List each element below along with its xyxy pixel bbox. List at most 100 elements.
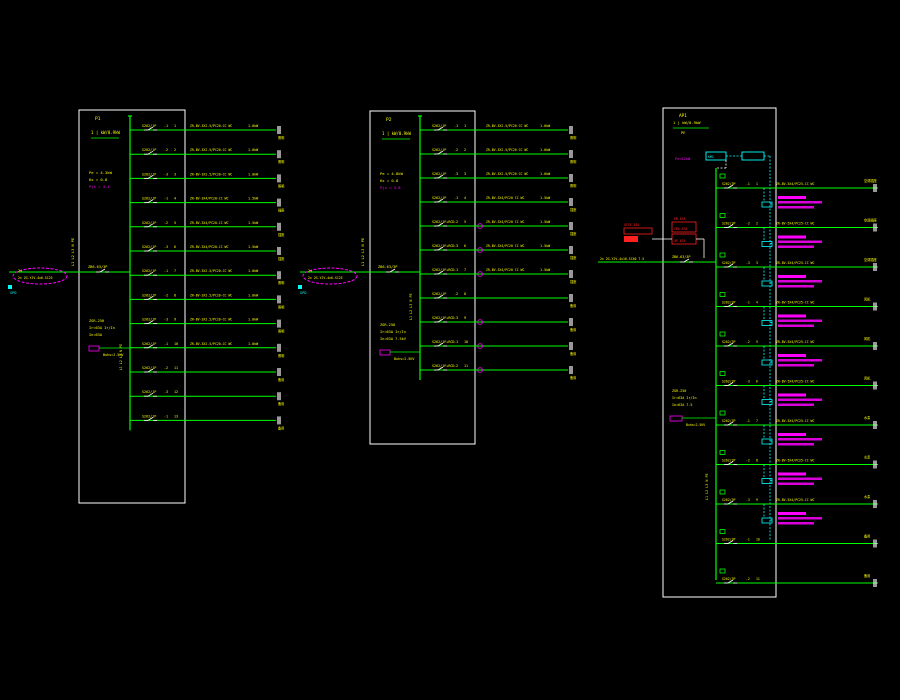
row-marker <box>719 371 726 376</box>
bus-vertical-note: L1 L2 L3 N PE <box>119 344 123 371</box>
load-terminal <box>873 184 877 192</box>
breaker-model: S262/1P <box>142 221 156 225</box>
row-marker <box>719 489 726 495</box>
load-note: Kx = 0.8 <box>380 178 399 183</box>
circuit-number: 1 <box>464 124 466 128</box>
load-kw: 1.5kW <box>248 221 259 225</box>
breaker-symbol <box>434 366 447 371</box>
row-marker <box>719 410 726 416</box>
circuit-use: 照明 <box>278 281 284 285</box>
breaker-symbol <box>434 246 447 251</box>
contactor-label: KM1 <box>708 155 714 159</box>
breaker-symbol <box>724 382 737 386</box>
atse-box <box>623 227 653 235</box>
breaker-symbol <box>144 417 157 421</box>
phase-label: -1 <box>164 414 168 418</box>
load-terminal <box>569 342 573 350</box>
cable-spec: ZR-BV-3X2.5/PC20-CC WC <box>190 342 232 346</box>
circuit-use: 照明 <box>278 330 284 334</box>
magenta-note-bar <box>778 512 806 515</box>
incoming-count: 2x <box>308 269 313 273</box>
breaker-model: S262/1P <box>142 414 156 418</box>
breaker-model: S262/1P <box>142 197 156 201</box>
atse-label: 4P-63A <box>674 239 686 243</box>
breaker-blade <box>147 320 154 324</box>
circuit-number: 9 <box>174 318 176 322</box>
cable-spec: ZR-BV-3X2.5/PC20 CC WC <box>486 148 528 152</box>
cloud-outline <box>302 267 358 285</box>
breaker-model: S262/3P <box>722 261 736 265</box>
panel-title: P1 <box>95 116 101 122</box>
load-note: Pe=12kW <box>675 157 691 161</box>
breaker-blade <box>437 174 444 179</box>
row-marker <box>719 568 726 574</box>
breaker-blade <box>727 303 734 307</box>
spd-cloud <box>302 267 358 285</box>
phase-label: -2 <box>746 577 750 581</box>
magenta-note-bar <box>778 482 814 485</box>
breaker-symbol <box>434 270 447 275</box>
load-terminal <box>873 579 877 587</box>
cable-spec: ZR-BV-3X4/PC20-CC WC <box>190 221 228 225</box>
meter-note: In=63A <box>89 333 103 337</box>
breaker-symbol <box>144 150 157 155</box>
circuit-use: 备用 <box>864 573 870 578</box>
breaker-model: S262/3P <box>722 577 736 581</box>
load-terminal <box>873 302 877 311</box>
phase-label: -2 <box>454 364 458 368</box>
breaker-symbol <box>434 294 447 299</box>
breaker-symbol <box>144 271 157 276</box>
magenta-note-bar <box>778 438 822 441</box>
row-marker <box>719 450 726 455</box>
circuit-use: 插座 <box>570 279 577 284</box>
circuit-number: 2 <box>464 148 466 152</box>
magenta-note-bar <box>778 517 822 520</box>
breaker-symbol <box>144 175 157 179</box>
magenta-note-bar <box>778 196 806 199</box>
breaker-model: S262/3P <box>722 340 736 344</box>
panel-frame <box>78 109 186 504</box>
breaker-model: S262/1P <box>142 293 156 297</box>
breaker-model: S262/3P <box>722 419 736 423</box>
cable-spec: ZR-BV-3X2.5/PC20 CC WC <box>486 124 528 128</box>
load-terminal <box>277 271 281 280</box>
cable-spec: ZR-BV-3X4/PC20 CC WC <box>486 244 524 248</box>
breaker-blade <box>727 500 734 505</box>
circuit-number: 10 <box>756 538 760 542</box>
breaker-model: S262/1P+RCD <box>432 220 454 224</box>
cable-spec: ZR-BV-3X4/PC20 CC WC <box>486 268 524 272</box>
circuit-use: 备用 <box>570 327 576 332</box>
atse-label: ATSE-63A <box>624 223 639 227</box>
circuit-use: 插座 <box>278 208 285 213</box>
circuit-use: 水泵 <box>864 494 871 499</box>
breaker-blade <box>727 540 734 544</box>
breaker-model: S262/1P+RCD <box>432 244 454 248</box>
bus-vertical-note: L1 L2 L3 N PE <box>409 293 413 320</box>
breaker-symbol <box>724 579 737 584</box>
breaker-blade <box>437 318 444 323</box>
load-kw: 1.5kW <box>248 245 259 249</box>
cable-spec: ZR-BV-5X4/PC25-CC WC <box>776 182 814 186</box>
circuit-number: 10 <box>174 342 178 346</box>
meter-note: In=63A 7.5 <box>672 403 692 407</box>
circuit-use: 插座 <box>278 232 285 237</box>
spd-cloud <box>12 267 68 285</box>
breaker-blade <box>437 294 444 299</box>
breaker-blade <box>727 421 734 426</box>
circuit-use: 照明 <box>278 305 284 309</box>
breaker-blade <box>437 222 444 227</box>
load-terminal <box>873 263 877 271</box>
phase-label: -1 <box>746 419 750 423</box>
load-terminal <box>873 539 877 548</box>
incoming-cable: 2x 2G-YJV-4x6-SC25 <box>18 276 53 280</box>
load-kw: 1.0kW <box>248 172 259 176</box>
